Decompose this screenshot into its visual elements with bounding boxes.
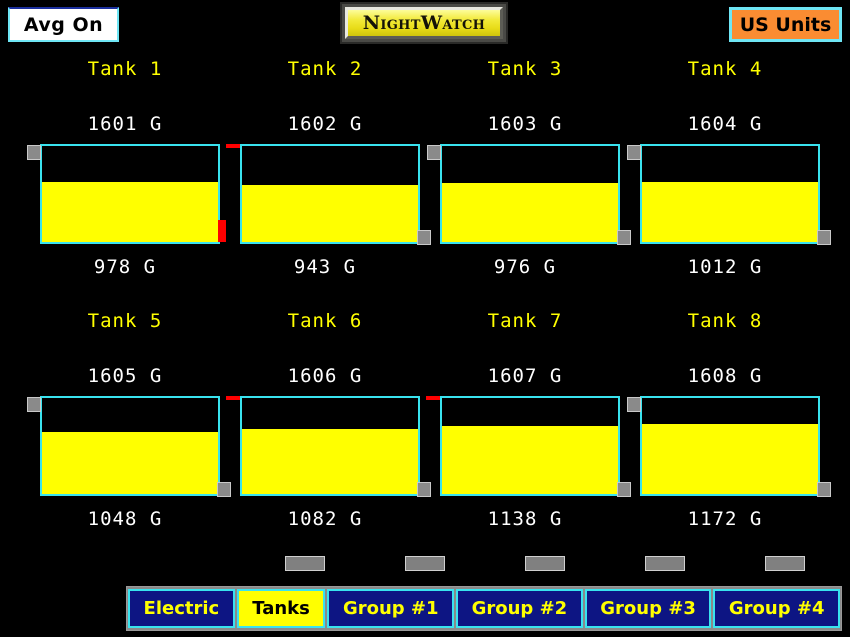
tank-setpoint-marker-low [417, 482, 431, 497]
avg-on-button[interactable]: Avg On [8, 7, 119, 42]
us-units-label: US Units [739, 13, 832, 36]
tank-name-label: Tank 3 [487, 58, 563, 80]
tank-capacity-value: 1602 G [287, 113, 363, 135]
tank-level-fill [442, 425, 618, 494]
tank-setpoint-marker-low [617, 482, 631, 497]
nav-button-label: Electric [143, 598, 220, 619]
tank-name-label: Tank 8 [687, 310, 763, 332]
tank-setpoint-marker-high [27, 145, 41, 160]
tank-level-value: 1138 G [487, 508, 563, 530]
tank-level-fill [442, 183, 618, 242]
nav-button-group-4[interactable]: Group #4 [713, 589, 841, 628]
tank-name-label: Tank 6 [287, 310, 363, 332]
us-units-button[interactable]: US Units [729, 7, 842, 42]
tank-level-gauge[interactable] [640, 144, 820, 244]
tank-level-fill [642, 181, 818, 242]
tank-name-label: Tank 7 [487, 310, 563, 332]
tank-capacity-value: 1608 G [687, 365, 763, 387]
tank-setpoint-marker-high [426, 396, 440, 400]
tank-setpoint-marker-low [617, 230, 631, 245]
tank-capacity-value: 1601 G [87, 113, 163, 135]
tank-level-fill [242, 428, 418, 494]
tank-level-gauge[interactable] [240, 396, 420, 496]
tank-setpoint-marker-low [218, 220, 226, 242]
tank-level-gauge[interactable] [240, 144, 420, 244]
nav-button-group-1[interactable]: Group #1 [327, 589, 455, 628]
tank-setpoint-marker-high [427, 145, 441, 160]
nav-button-label: Group #1 [342, 598, 439, 619]
tank-name-label: Tank 2 [287, 58, 363, 80]
logo-text: NightWatch [362, 11, 486, 34]
tank-level-gauge[interactable] [640, 396, 820, 496]
tank-level-fill [642, 423, 818, 494]
nightwatch-logo: NightWatch [340, 2, 508, 44]
tank-setpoint-marker-low [817, 230, 831, 245]
tank-name-label: Tank 5 [87, 310, 163, 332]
tank-level-gauge[interactable] [40, 396, 220, 496]
tank-capacity-value: 1607 G [487, 365, 563, 387]
nav-button-group-3[interactable]: Group #3 [584, 589, 712, 628]
logo-bevel: NightWatch [345, 7, 503, 39]
tank-level-value: 978 G [93, 256, 157, 278]
tank-capacity-value: 1605 G [87, 365, 163, 387]
nav-button-electric[interactable]: Electric [128, 589, 235, 628]
tank-setpoint-marker-high [226, 396, 240, 400]
tank-setpoint-marker-high [27, 397, 41, 412]
tank-setpoint-marker-low [417, 230, 431, 245]
tank-capacity-value: 1604 G [687, 113, 763, 135]
tank-setpoint-marker-high [226, 144, 240, 148]
tank-capacity-value: 1606 G [287, 365, 363, 387]
tank-setpoint-marker-high [627, 397, 641, 412]
nav-button-label: Tanks [252, 598, 310, 619]
nav-button-label: Group #2 [471, 598, 568, 619]
status-chip[interactable] [285, 556, 325, 571]
tank-level-gauge[interactable] [440, 144, 620, 244]
tank-name-label: Tank 1 [87, 58, 163, 80]
tank-capacity-value: 1603 G [487, 113, 563, 135]
tank-level-value: 943 G [293, 256, 357, 278]
status-chip[interactable] [765, 556, 805, 571]
status-chip[interactable] [525, 556, 565, 571]
nav-button-tanks[interactable]: Tanks [236, 589, 326, 628]
nav-button-label: Group #4 [728, 598, 825, 619]
tank-level-fill [42, 182, 218, 242]
tank-level-gauge[interactable] [440, 396, 620, 496]
avg-on-label: Avg On [23, 13, 104, 36]
tank-name-label: Tank 4 [687, 58, 763, 80]
tank-level-fill [42, 431, 218, 494]
tank-setpoint-marker-low [217, 482, 231, 497]
navigation-bar: Electric Tanks Group #1 Group #2 Group #3 Gro… [126, 586, 842, 631]
nav-button-group-2[interactable]: Group #2 [456, 589, 583, 628]
tank-level-value: 1048 G [87, 508, 163, 530]
status-chip[interactable] [405, 556, 445, 571]
tank-level-value: 1172 G [687, 508, 763, 530]
tank-setpoint-marker-low [817, 482, 831, 497]
nav-button-label: Group #3 [600, 598, 696, 619]
status-chip[interactable] [645, 556, 685, 571]
tank-level-value: 1082 G [287, 508, 363, 530]
tank-setpoint-marker-high [627, 145, 641, 160]
tank-level-value: 976 G [493, 256, 557, 278]
tank-level-gauge[interactable] [40, 144, 220, 244]
tank-level-value: 1012 G [687, 256, 763, 278]
tank-level-fill [242, 185, 418, 242]
